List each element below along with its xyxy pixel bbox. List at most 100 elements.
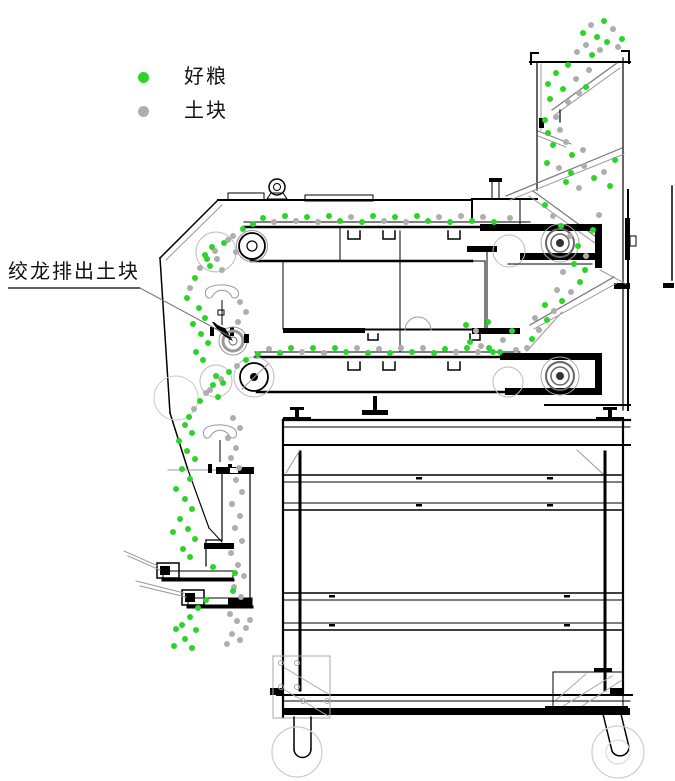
good-grain-particle [180,546,186,552]
soil-clod-particle [524,345,530,351]
soil-clod-dot [138,105,149,117]
good-grain-particle [277,350,283,356]
good-grain-particle [205,340,211,346]
good-grain-particle [173,626,179,632]
good-grain-particle [179,466,185,472]
soil-clod-particle [228,455,234,461]
good-grain-particle [310,345,316,351]
good-grain-particle [409,349,415,355]
good-grain-particle [594,34,600,40]
good-grain-particle [425,218,431,224]
auger-arrow [212,322,233,341]
good-grain-particle [485,319,491,325]
good-grain-particle [195,605,201,611]
good-grain-particle [170,529,176,535]
good-grain-particle [215,394,221,400]
stand-frame [270,396,633,719]
soil-clod-particle [557,127,563,133]
soil-clod-particle [436,214,442,220]
soil-clod-particle [239,489,245,495]
soil-clod-particle [376,346,382,352]
soil-clod-particle [234,363,240,369]
good-grain-particle [365,350,371,356]
soil-clod-particle [565,99,571,105]
good-grain-particle [558,223,564,229]
soil-clod-particle [243,625,249,631]
soil-clod-particle [236,465,242,471]
soil-clod-particle [229,631,235,637]
soil-clod-particle [237,513,243,519]
good-grain-particle [207,263,213,269]
good-grain-particle [232,570,238,576]
good-grain-particle [182,636,188,642]
auger-discharge [212,322,249,356]
soil-clod-particle [239,538,245,544]
good-grain-particle [184,448,190,454]
good-grain-particle [192,456,198,462]
good-grain-particle [182,422,188,428]
good-grain-particle [260,215,266,221]
soil-clod-particle [235,562,241,568]
soil-clod-particle [214,256,220,262]
good-grain-particle [582,267,588,273]
good-grain-particle [179,622,185,628]
good-grain-particle [387,350,393,356]
belt2-left-pulley [233,356,275,398]
good-grain-particle [580,30,586,36]
good-grain-particle [213,373,219,379]
good-grain-particle [288,345,294,351]
soil-clod-particle [576,185,582,191]
good-grain-particle [187,554,193,560]
right-caster [591,709,645,779]
machine-body [158,57,674,543]
hopper-baffles [505,62,625,352]
bolt-plate [272,655,331,719]
soil-clod-particle [230,233,236,239]
good-grain-particle [190,321,196,327]
soil-clod-particle [583,42,589,48]
soil-clod-particle [235,319,241,325]
casters [271,709,645,779]
good-grain-particle [171,643,177,649]
good-grain-particle [210,382,216,388]
soil-clod-particle [230,415,236,421]
good-grain-particle [189,430,195,436]
soil-clod-particle [225,237,231,243]
soil-clod-particle [237,299,243,305]
frame-screw-marks [329,477,570,627]
good-grain-particle [243,357,249,363]
soil-clod-particle [475,349,481,355]
soil-clod-particle [238,594,244,600]
legend-item-soil-clod: 土块 [138,94,228,128]
chute-1 [123,550,235,582]
soil-clod-particle [473,328,479,334]
good-grain-particle [497,349,503,355]
good-grain-particle [200,357,206,363]
belt1-drive-roller [480,223,602,268]
good-grain-dot [138,71,149,83]
soil-clod-particle [458,213,464,219]
soil-clod-particle [315,219,321,225]
legend-label-good-grain: 好粮 [184,66,228,88]
good-grain-particle [545,130,551,136]
good-grain-particle [591,175,597,181]
good-grain-particle [185,526,191,532]
good-grain-particle [189,506,195,512]
good-grain-particle [544,317,550,323]
soil-clod-particle [563,139,569,145]
soil-clod-particle [420,345,426,351]
soil-clod-particle [228,550,234,556]
good-grain-particle [209,244,215,250]
good-grain-particle [559,298,565,304]
good-grain-particle [202,252,208,258]
soil-clod-particle [556,165,562,171]
legend-label-soil-clod: 土块 [184,100,228,122]
soil-clod-particle [596,212,602,218]
good-grain-particle [198,331,204,337]
eyebolt [266,178,288,200]
good-grain-particle [550,142,556,148]
good-grain-particle [392,214,398,220]
legend: 好粮 土块 [138,60,228,128]
chute-2 [135,580,254,609]
